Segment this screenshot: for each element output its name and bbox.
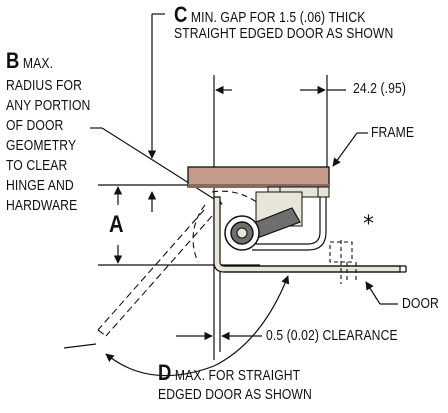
clearance-label: 0.5 (0.02) CLEARANCE [266,328,398,344]
b-text-line-7: HINGE AND [6,178,74,194]
b-letter: B [6,48,20,73]
frame-label: FRAME [371,125,415,141]
door-label: DOOR [402,296,439,312]
d-label: D MAX. FOR STRAIGHT [158,362,300,385]
c-letter: C [174,2,188,27]
b-text-line-5: GEOMETRY [6,138,77,154]
c-text-line-2: STRAIGHT EDGED DOOR AS SHOWN [174,26,394,42]
hinge-knob [224,207,301,251]
b-leader [90,127,223,205]
b-text-line-2: RADIUS FOR [6,78,82,94]
b-text-line-1: MAX. [22,56,54,72]
dimension-a-label: A [109,211,124,238]
d-letter: D [158,360,172,385]
b-text-line-4: OF DOOR [6,118,64,134]
b-text-line-8: HARDWARE [6,198,78,214]
frame-leader [332,132,368,167]
b-label: B MAX. [6,50,53,73]
door [224,265,407,273]
door-leader [365,281,398,305]
b-text-line-6: TO CLEAR [6,158,68,174]
d-text-line-2: EDGED DOOR AS SHOWN [158,387,312,403]
c-label: C MIN. GAP FOR 1.5 (.06) THICK [174,4,365,27]
dashed-hardware [329,240,357,284]
d-text-line-1: MAX. FOR STRAIGHT [174,368,301,384]
asterisk-mark: * [363,212,374,237]
d-angle-arc [63,275,290,377]
b-text-line-3: ANY PORTION [6,98,91,114]
c-leader [147,13,165,212]
dimension-width-label: 24.2 (.95) [353,81,406,97]
c-text-line-1: MIN. GAP FOR 1.5 (.06) THICK [190,10,366,26]
